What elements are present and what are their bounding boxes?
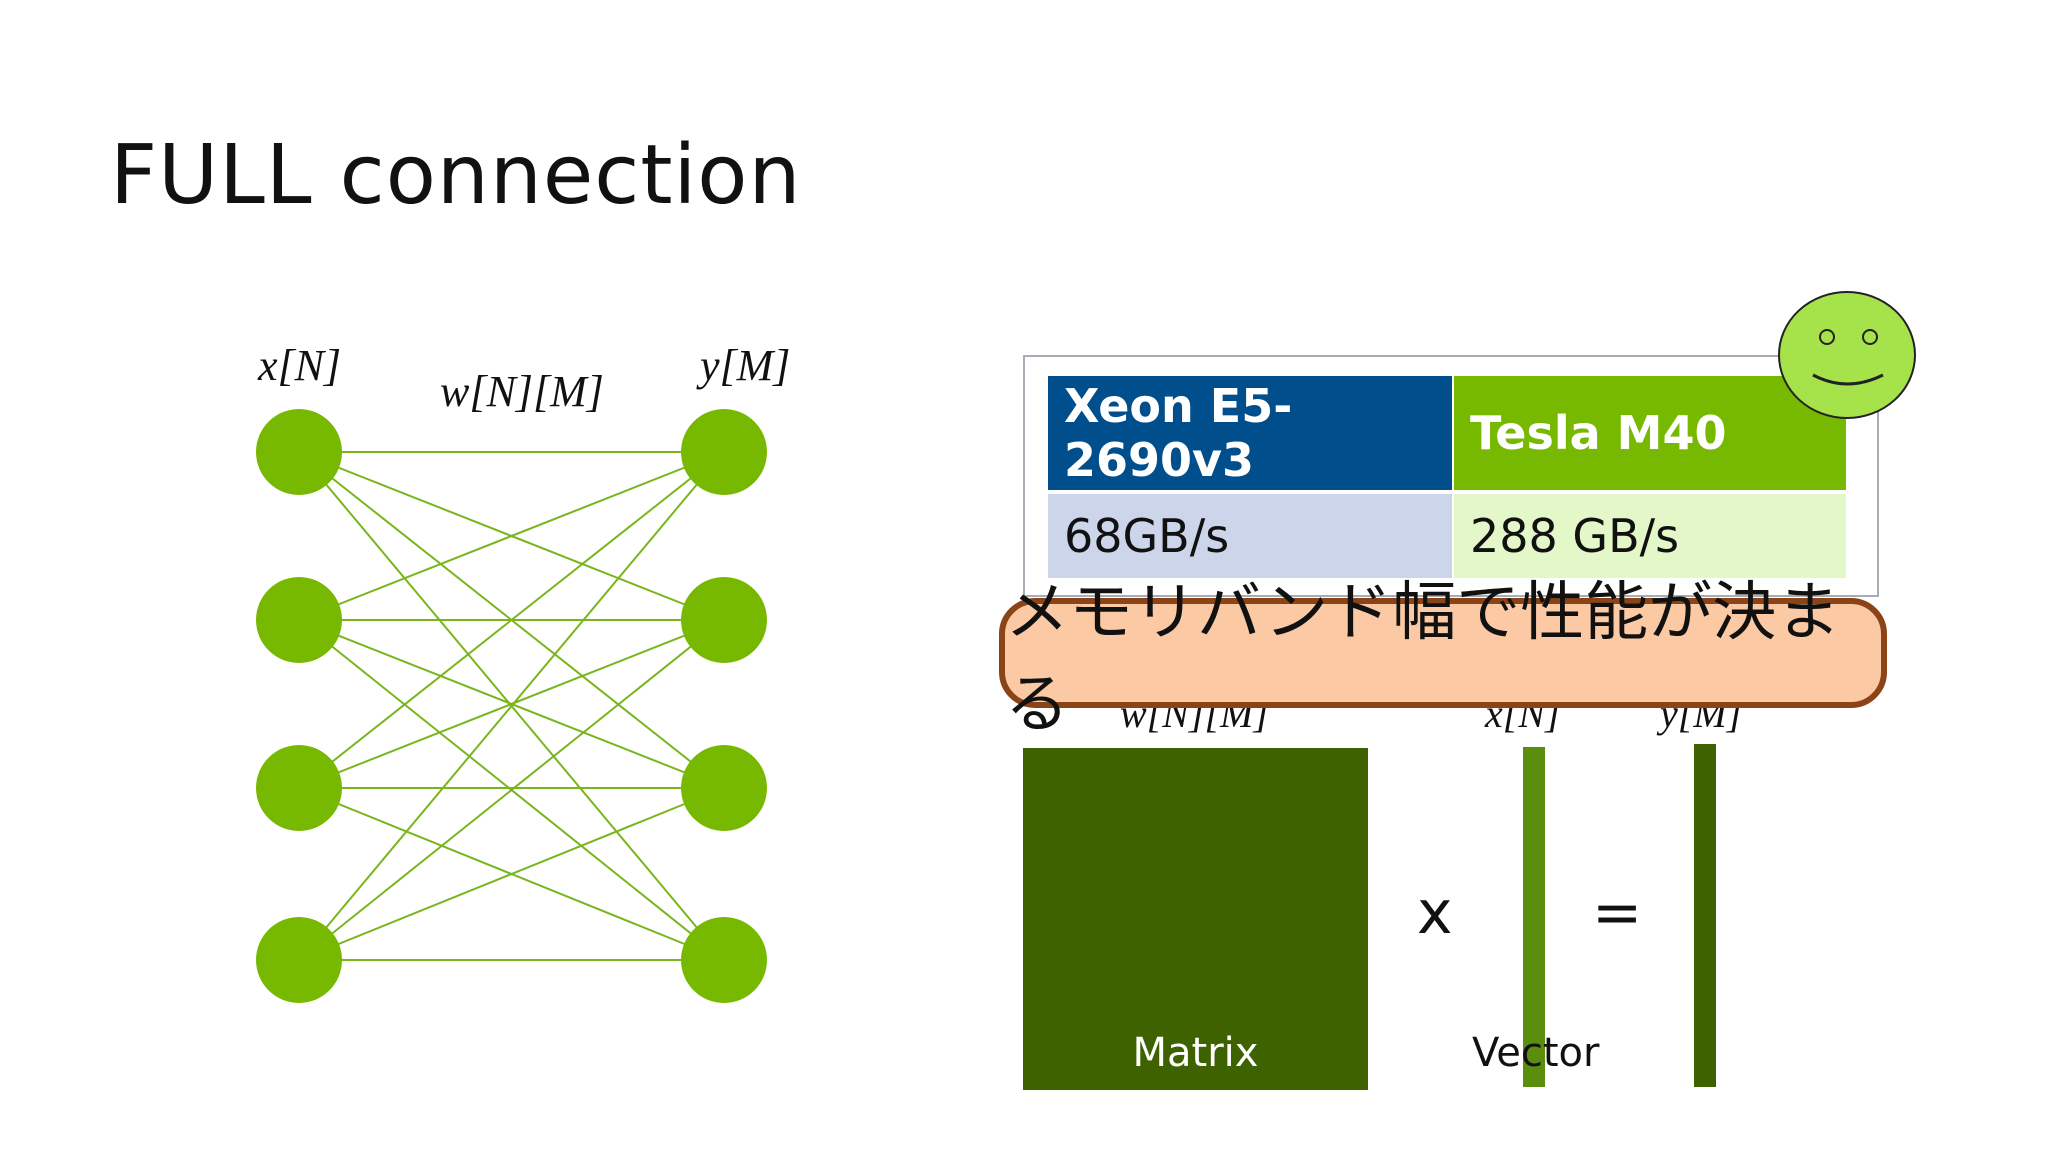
vector-label: Vector xyxy=(1472,1030,1600,1076)
network-edges xyxy=(298,451,725,961)
edge-2-0 xyxy=(298,451,725,789)
output-node-2 xyxy=(681,745,767,831)
input-node-0 xyxy=(256,409,342,495)
input-label: x[N] xyxy=(258,341,342,390)
output-label: y[M] xyxy=(700,341,791,390)
header-gpu: Tesla M40 xyxy=(1454,376,1846,490)
input-node-1 xyxy=(256,577,342,663)
output-node-0 xyxy=(681,409,767,495)
edge-3-2 xyxy=(298,787,725,961)
output-node-3 xyxy=(681,917,767,1003)
header-cpu: Xeon E5-2690v3 xyxy=(1048,376,1452,490)
memory-bandwidth-callout: メモリバンド幅で性能が決まる xyxy=(999,576,1887,742)
matrix-block xyxy=(1023,748,1368,1090)
output-node-1 xyxy=(681,577,767,663)
input-node-3 xyxy=(256,917,342,1003)
input-node-2 xyxy=(256,745,342,831)
network-nodes xyxy=(256,409,767,1003)
edge-3-0 xyxy=(298,451,725,961)
value-cpu: 68GB/s xyxy=(1048,494,1452,578)
multiply-sign: x xyxy=(1417,878,1453,948)
vector-x-bar xyxy=(1523,747,1545,1087)
vector-y-bar xyxy=(1694,744,1716,1087)
matrix-label: Matrix xyxy=(1132,1030,1259,1076)
value-gpu: 288 GB/s xyxy=(1454,494,1846,578)
edge-1-0 xyxy=(298,451,725,621)
smiley-face-icon xyxy=(1778,291,1916,419)
bandwidth-table: Xeon E5-2690v3 Tesla M40 68GB/s 288 GB/s xyxy=(1023,355,1879,597)
slide-title: FULL connection xyxy=(110,128,802,223)
equals-sign: = xyxy=(1592,878,1643,948)
weight-label: w[N][M] xyxy=(440,367,604,416)
edge-3-1 xyxy=(298,619,725,961)
edge-2-1 xyxy=(298,619,725,789)
